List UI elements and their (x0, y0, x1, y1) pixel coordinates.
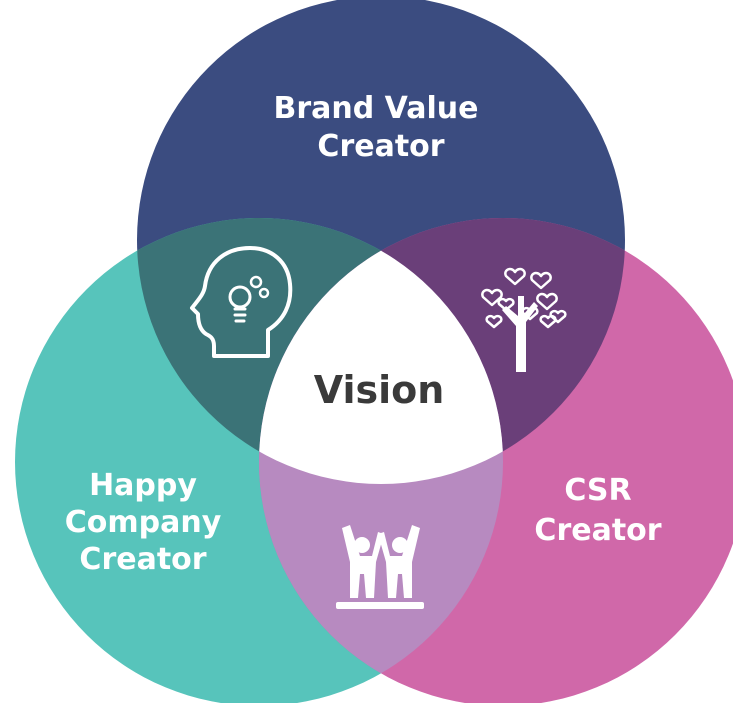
happy-company-label-line1: Happy (89, 468, 197, 503)
brand-value-label-line2: Creator (317, 129, 444, 164)
heart-tree-icon (481, 267, 567, 372)
center-overlap (259, 218, 503, 484)
happy-company-label-line3: Creator (79, 542, 206, 577)
head-lightbulb-icon (190, 246, 293, 358)
raised-hands-people-icon (336, 525, 424, 609)
vision-label: Vision (314, 368, 445, 412)
happy-company-label-line2: Company (65, 505, 222, 540)
csr-label-line1: CSR (564, 473, 631, 508)
csr-label-line2: Creator (534, 513, 661, 548)
brand-value-label-line1: Brand Value (274, 91, 479, 126)
